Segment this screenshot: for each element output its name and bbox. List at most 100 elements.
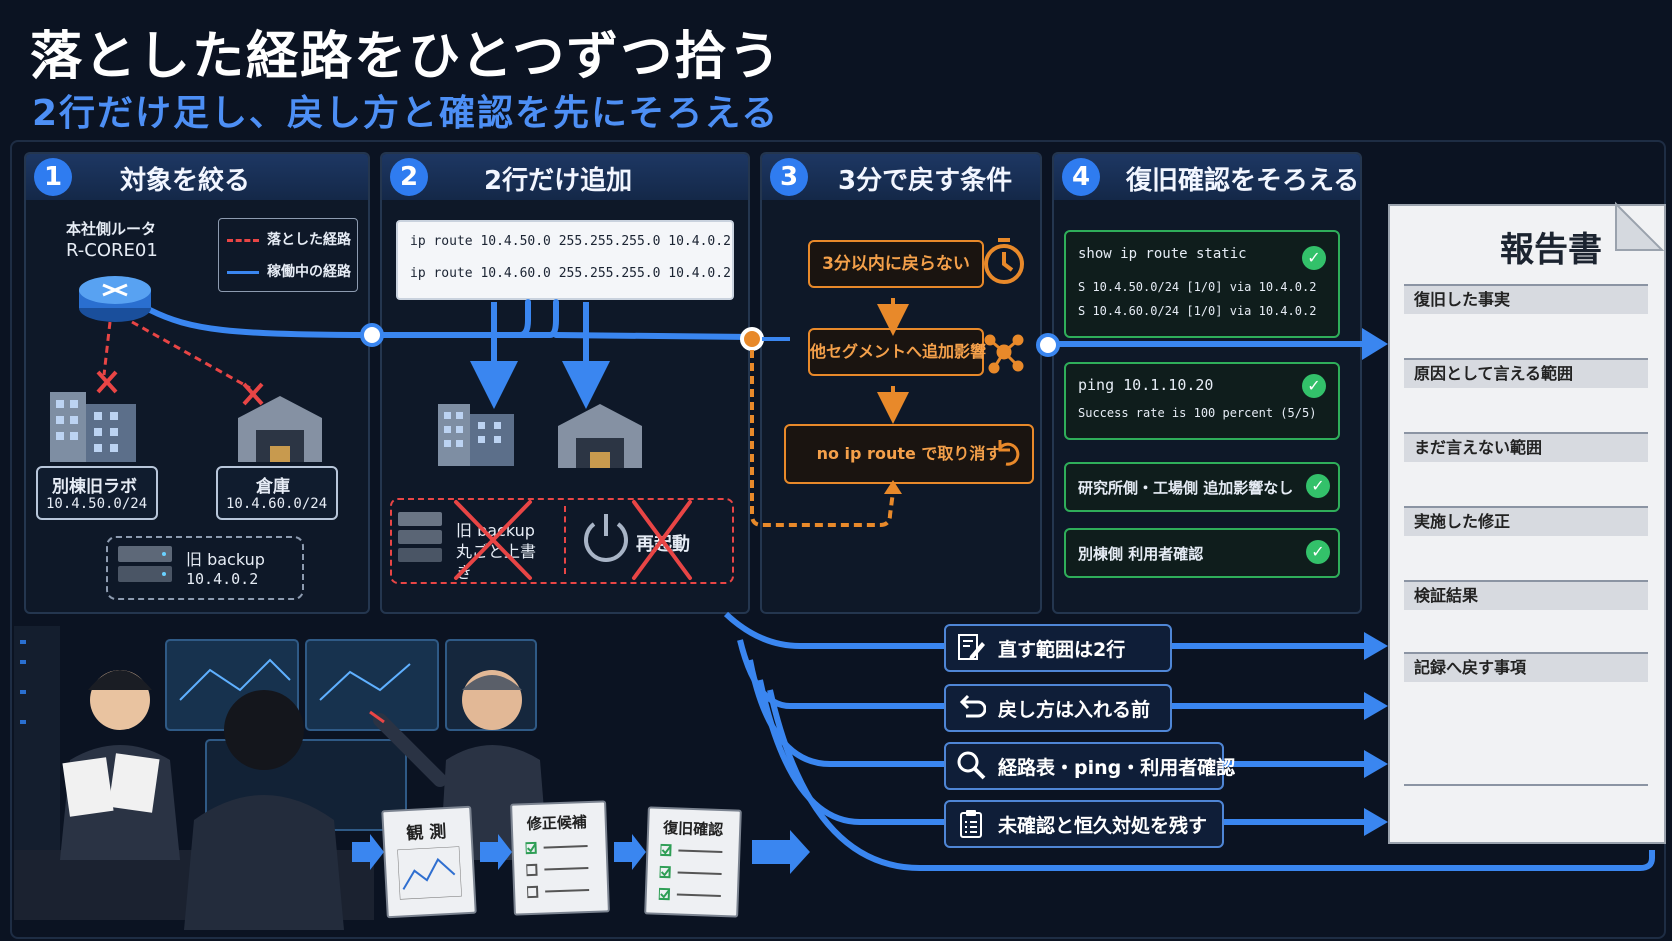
legend-dropped-line <box>227 239 259 242</box>
server-icon <box>118 546 172 582</box>
ping-command: ping 10.1.10.20 <box>1078 376 1214 394</box>
router-name: R-CORE01 <box>66 240 158 261</box>
workflow-candidate: 修正候補 <box>510 800 610 916</box>
impact-check-box: 研究所側・工場側 追加影響なし ✓ <box>1064 462 1340 512</box>
timer-icon <box>984 238 1024 284</box>
undo-icon <box>998 440 1020 466</box>
power-icon <box>584 514 628 562</box>
edit-icon <box>958 634 985 660</box>
report-row-label: 実施した修正 <box>1404 508 1648 536</box>
active-route-line <box>147 299 1371 347</box>
impact-check-label: 研究所側・工場側 追加影響なし <box>1078 479 1294 497</box>
route-check-command: show ip route static <box>1078 246 1247 262</box>
config-commands: ip route 10.4.50.0 255.255.255.0 10.4.0.… <box>396 220 734 300</box>
summary-scope-label: 直す範囲は2行 <box>998 639 1126 661</box>
operator-person <box>224 690 304 770</box>
report-row: まだ言えない範囲 <box>1404 432 1648 502</box>
backup-name: 旧 backup <box>186 550 265 569</box>
route-node-orange <box>740 327 764 351</box>
panel-title: 復旧確認をそろえる <box>1126 166 1360 196</box>
site-warehouse-network: 10.4.60.0/24 <box>226 496 328 512</box>
panel-header: 1 対象を絞る <box>26 154 368 200</box>
workflow-observe: 観 測 <box>381 805 477 919</box>
report-row-label: 記録へ戻す事項 <box>1404 654 1648 682</box>
report-row: 記録へ戻す事項 <box>1404 652 1648 786</box>
condition-side-effect: 他セグメントへ追加影響 <box>808 328 986 376</box>
legend-active-label: 稼働中の経路 <box>267 264 351 280</box>
route-check-output-2: S 10.4.60.0/24 [1/0] via 10.4.0.2 <box>1078 304 1317 318</box>
summary-rollback: 戻し方は入れる前 <box>944 684 1172 732</box>
report-row-label: まだ言えない範囲 <box>1404 434 1648 462</box>
user-check-box: 別棟側 利用者確認 ✓ <box>1064 528 1340 578</box>
summary-scope: 直す範囲は2行 <box>944 624 1172 672</box>
panel-title: 2行だけ追加 <box>484 166 633 196</box>
router-label: 本社側ルータ <box>66 220 157 238</box>
forbidden-divider <box>564 506 566 574</box>
config-line-2: ip route 10.4.60.0 255.255.255.0 10.4.0.… <box>410 266 731 281</box>
site-lab-network: 10.4.50.0/24 <box>46 496 148 512</box>
checklist-icon <box>658 843 723 901</box>
summary-checks-label: 経路表・ping・利用者確認 <box>998 757 1236 779</box>
workflow-arrows <box>352 830 810 874</box>
page-subtitle: 2行だけ足し、戻し方と確認を先にそろえる <box>32 93 780 134</box>
backup-ip: 10.4.0.2 <box>186 570 259 588</box>
ping-output: Success rate is 100 percent (5/5) <box>1078 406 1317 420</box>
backup-box: 旧 backup 10.4.0.2 <box>106 536 304 600</box>
legend-active-line <box>227 271 259 274</box>
warehouse-icon <box>558 404 642 468</box>
user-check-label: 別棟側 利用者確認 <box>1078 545 1204 563</box>
route-check-box: show ip route static S 10.4.50.0/24 [1/0… <box>1064 230 1340 338</box>
dropped-route-lines <box>102 320 251 390</box>
config-line-1: ip route 10.4.50.0 255.255.255.0 10.4.0.… <box>410 234 731 249</box>
summary-checks: 経路表・ping・利用者確認 <box>944 742 1235 790</box>
rollback-arrowhead <box>884 480 902 494</box>
step-number: 2 <box>390 158 428 196</box>
route-node <box>1036 333 1060 357</box>
workflow-observe-label: 観 測 <box>405 822 447 845</box>
site-lab-box: 別棟旧ラボ 10.4.50.0/24 <box>36 466 158 520</box>
check-icon: ✓ <box>1302 246 1326 270</box>
check-icon: ✓ <box>1302 374 1326 398</box>
legend-dropped-label: 落とした経路 <box>267 232 351 248</box>
report-row-label: 検証結果 <box>1404 582 1648 610</box>
panel-title: 対象を絞る <box>120 166 251 196</box>
route-drop-arrows <box>470 302 610 409</box>
checklist-icon <box>525 841 590 899</box>
report-title: 報告書 <box>1500 230 1602 270</box>
report-row-label: 原因として言える範囲 <box>1404 360 1648 388</box>
panel-header: 3 3分で戻す条件 <box>762 154 1040 200</box>
route-check-output-1: S 10.4.50.0/24 [1/0] via 10.4.0.2 <box>1078 280 1317 294</box>
router-icon <box>79 276 151 322</box>
report-row: 復旧した事実 <box>1404 284 1648 354</box>
report-document: 報告書 復旧した事実 原因として言える範囲 まだ言えない範囲 実施した修正 検証… <box>1388 204 1666 844</box>
chart-icon <box>397 846 462 900</box>
panel-header: 2 2行だけ追加 <box>382 154 748 200</box>
cross-mark-icon <box>454 500 692 580</box>
panel-target: 1 対象を絞る 本社側ルータ R-CORE01 落とした経路 稼働中の経路 別棟… <box>24 152 370 614</box>
workflow-verify-label: 復旧確認 <box>662 818 724 840</box>
step-number: 3 <box>770 158 808 196</box>
x-mark-icon <box>96 370 264 406</box>
report-row: 検証結果 <box>1404 580 1648 650</box>
condition-timeout: 3分以内に戻らない <box>808 240 984 288</box>
summary-flow-lines <box>723 611 1655 871</box>
workflow-candidate-label: 修正候補 <box>526 813 588 834</box>
control-room-scene <box>14 626 548 930</box>
report-row-label: 復旧した事実 <box>1404 286 1648 314</box>
page-title: 落とした経路をひとつずつ拾う <box>30 27 783 87</box>
search-icon <box>957 751 986 780</box>
step-number: 4 <box>1062 158 1100 196</box>
summary-rollback-label: 戻し方は入れる前 <box>998 699 1151 721</box>
site-warehouse-name: 倉庫 <box>256 477 290 497</box>
network-impact-icon <box>984 334 1024 374</box>
step-number: 1 <box>34 158 72 196</box>
server-icon <box>398 512 442 562</box>
clipboard-icon <box>960 810 982 838</box>
arrow-to-report <box>1362 328 1388 360</box>
report-row: 原因として言える範囲 <box>1404 358 1648 428</box>
summary-remaining-label: 未確認と恒久対処を残す <box>998 815 1208 837</box>
report-corner-fold <box>1615 201 1665 251</box>
workflow-verify: 復旧確認 <box>644 806 742 918</box>
panel-rollback: 3 3分で戻す条件 3分以内に戻らない 他セグメントへ追加影響 no ip ro… <box>760 152 1042 614</box>
rollback-action: no ip route で取り消す <box>784 424 1034 484</box>
